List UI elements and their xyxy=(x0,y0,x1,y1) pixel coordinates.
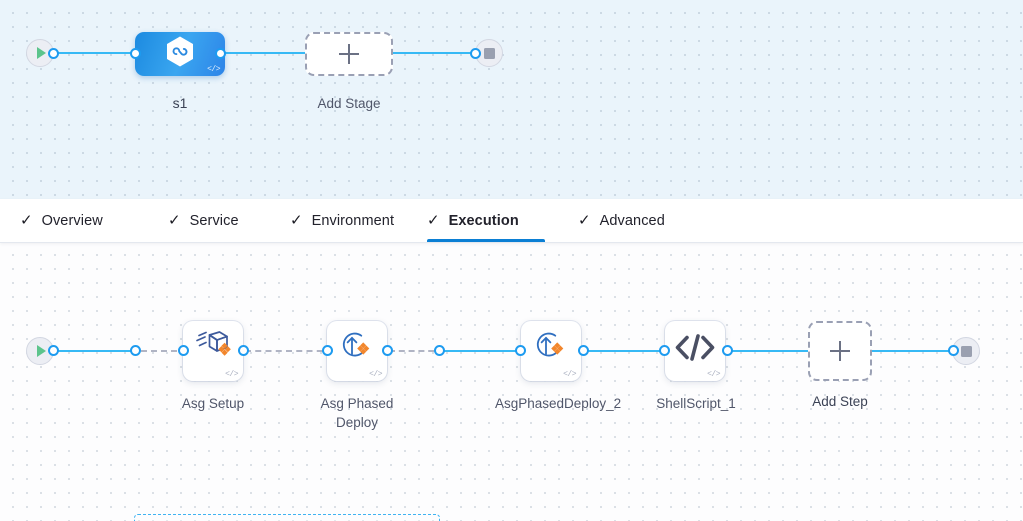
play-icon xyxy=(37,47,46,59)
connector-dot-asg-setup-out[interactable] xyxy=(238,345,249,356)
connector-dot-asg-phased-deploy-in[interactable] xyxy=(322,345,333,356)
code-badge-icon: </> xyxy=(207,65,220,74)
step-label-asg-setup: Asg Setup xyxy=(181,396,245,411)
edge-group-entry-to-asg-setup xyxy=(141,350,187,352)
check-icon: ✓ xyxy=(290,212,303,229)
execution-canvas[interactable]: Canary Deployment xyxy=(0,242,1023,521)
pipeline-hexagon-icon xyxy=(165,36,195,73)
step-node-asgphaseddeploy-2[interactable]: </> xyxy=(521,321,581,381)
connector-dot-asg-setup-in[interactable] xyxy=(178,345,189,356)
step-node-asg-setup[interactable]: </> xyxy=(183,321,243,381)
connector-dot-stage-out[interactable] xyxy=(215,48,226,59)
step-group-canary-deployment[interactable] xyxy=(134,514,440,521)
step-node-asg-phased-deploy[interactable]: </> xyxy=(327,321,387,381)
tab-overview[interactable]: ✓ Overview xyxy=(20,199,122,242)
add-stage-button[interactable] xyxy=(305,32,393,76)
check-icon: ✓ xyxy=(427,212,440,229)
stop-icon xyxy=(960,345,972,357)
asg-phased-deploy-icon xyxy=(337,329,377,370)
asg-phased-deploy-icon xyxy=(531,329,571,370)
connector-dot-asgphaseddeploy2-in[interactable] xyxy=(515,345,526,356)
code-badge-icon: </> xyxy=(563,370,576,379)
code-badge-icon: </> xyxy=(707,370,720,379)
edge-start-to-stage xyxy=(50,52,142,54)
code-badge-icon: </> xyxy=(225,370,238,379)
connector-dot-shellscript1-out[interactable] xyxy=(722,345,733,356)
connector-dot-exec-end-in[interactable] xyxy=(948,345,959,356)
connector-dot-exec-start-out[interactable] xyxy=(48,345,59,356)
tab-execution[interactable]: ✓ Execution xyxy=(427,199,545,242)
step-label-shellscript-1: ShellScript_1 xyxy=(656,396,736,411)
connector-dot-group-entry[interactable] xyxy=(130,345,141,356)
connector-dot-asg-phased-deploy-out[interactable] xyxy=(382,345,393,356)
plus-icon xyxy=(830,341,850,361)
tab-label: Service xyxy=(189,212,239,229)
check-icon: ✓ xyxy=(578,212,591,229)
stage-canvas[interactable]: </> s1 Add Stage xyxy=(0,0,1023,199)
tab-environment[interactable]: ✓ Environment xyxy=(290,199,406,242)
check-icon: ✓ xyxy=(20,212,33,229)
connector-dot-start-out[interactable] xyxy=(48,48,59,59)
connector-dot-end-in[interactable] xyxy=(470,48,481,59)
connector-dot-group-exit[interactable] xyxy=(434,345,445,356)
plus-icon xyxy=(339,44,359,64)
edge-shellscript1-to-add-step xyxy=(730,350,814,352)
edge-asg-phased-deploy-to-group-exit xyxy=(389,350,444,352)
tab-advanced[interactable]: ✓ Advanced xyxy=(578,199,680,242)
tab-service[interactable]: ✓ Service xyxy=(168,199,258,242)
stage-node-s1[interactable]: </> xyxy=(135,32,225,76)
tab-label: Advanced xyxy=(599,212,665,229)
edge-stage-to-add-stage xyxy=(220,52,312,54)
tab-label: Environment xyxy=(311,212,395,229)
play-icon xyxy=(37,345,46,357)
tab-label: Overview xyxy=(41,212,103,229)
step-label-asgphaseddeploy-2: AsgPhasedDeploy_2 xyxy=(495,396,622,411)
check-icon: ✓ xyxy=(168,212,181,229)
add-step-label: Add Step xyxy=(812,394,868,409)
add-step-button[interactable] xyxy=(808,321,872,381)
step-node-shellscript-1[interactable]: </> xyxy=(665,321,725,381)
edge-asg-setup-to-asg-phased-deploy xyxy=(245,350,333,352)
edge-add-step-to-end xyxy=(872,350,964,352)
step-label-asg-phased-deploy: Asg Phased Deploy xyxy=(320,396,394,430)
connector-dot-asgphaseddeploy2-out[interactable] xyxy=(578,345,589,356)
tab-label: Execution xyxy=(448,212,519,229)
stage-config-tab-bar: ✓ Overview ✓ Service ✓ Environment ✓ Exe… xyxy=(0,199,1023,243)
edge-add-stage-to-end xyxy=(386,52,482,54)
connector-dot-stage-in[interactable] xyxy=(130,48,141,59)
code-brackets-icon xyxy=(673,331,717,368)
add-stage-label: Add Stage xyxy=(317,96,381,111)
asg-setup-package-icon xyxy=(193,329,233,370)
edge-start-to-group xyxy=(50,350,140,352)
edge-asgphaseddeploy2-to-shellscript1 xyxy=(586,350,674,352)
connector-dot-shellscript1-in[interactable] xyxy=(659,345,670,356)
edge-group-to-asgphaseddeploy2 xyxy=(440,350,528,352)
stage-label-s1: s1 xyxy=(172,95,188,111)
stop-icon xyxy=(483,47,495,59)
code-badge-icon: </> xyxy=(369,370,382,379)
